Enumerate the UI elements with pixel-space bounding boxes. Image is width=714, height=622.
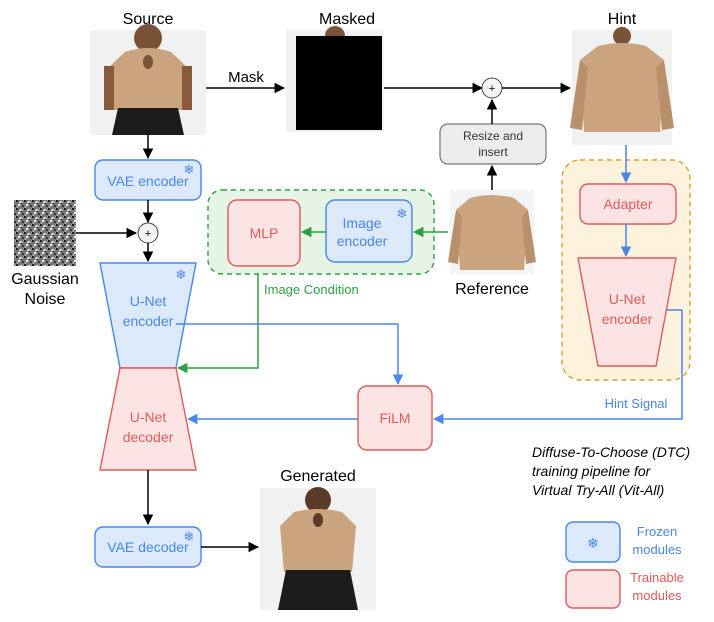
vae-encoder-snowflake-icon: ❄ [184,162,195,177]
masked-image [286,26,384,132]
gaussian-title-line2: Noise [25,291,66,308]
unet-decoder-label-line1: U-Net [130,409,167,425]
adapter-box [579,183,677,225]
mlp-label: MLP [250,225,279,241]
gaussian-title-line1: Gaussian [11,271,79,288]
image-condition-arrow [176,274,259,374]
resize-label-line2: insert [478,145,508,159]
hint-unet-label-line2: encoder [602,311,653,327]
legend-trainable-line2: modules [632,588,682,603]
legend-trainable-swatch [565,569,621,609]
image-encoder-snowflake-icon: ❄ [397,206,408,221]
unet-decoder-label-line2: decoder [123,429,174,445]
legend-frozen-line1: Frozen [637,524,677,539]
unet-encoder-label-line1: U-Net [130,293,167,309]
image-encoder-label-line2: encoder [337,233,388,249]
unet-decoder-shape [99,367,197,471]
legend-trainable-line1: Trainable [630,570,684,585]
resize-insert-box [439,123,547,165]
masked-title: Masked [319,11,375,28]
mlp-box [227,199,301,267]
resize-label-line1: Resize and [463,129,523,143]
hint-unet-label-line1: U-Net [609,291,646,307]
legend-snowflake-icon: ❄ [587,535,599,551]
source-image [90,24,206,135]
film-box [357,385,433,451]
hint-unet-encoder-shape [577,257,677,367]
adapter-label: Adapter [603,196,652,212]
generated-image [260,487,376,610]
image-encoder-box [325,199,413,263]
sum-node-top-symbol: + [489,83,495,95]
caption-line2: training pipeline for [532,463,652,479]
hint-image [570,27,674,145]
vae-decoder-snowflake-icon: ❄ [184,529,195,544]
reference-image [448,190,536,274]
image-encoder-label-line1: Image [343,215,382,231]
caption-line1: Diffuse-To-Choose (DTC) [532,444,690,460]
unet-encoder-snowflake-icon: ❄ [176,267,187,282]
hint-title: Hint [608,11,637,28]
source-title: Source [123,11,174,28]
film-label: FiLM [379,410,410,426]
mask-label: Mask [228,69,264,86]
generated-title: Generated [280,468,356,485]
reference-title: Reference [455,281,529,298]
legend-frozen-line2: modules [632,542,682,557]
caption-line3: Virtual Try-All (Vit-All) [532,482,664,498]
image-condition-label: Image Condition [264,282,359,297]
gaussian-noise-image [14,200,76,266]
unet-encoder-to-film-arrow [176,323,404,386]
sum-node-left-symbol: + [145,228,151,240]
vae-encoder-label: VAE encoder [107,173,189,189]
vae-decoder-label: VAE decoder [107,539,189,555]
legend-frozen-swatch [565,521,621,563]
hint-signal-label: Hint Signal [605,396,668,411]
hint-signal-arrow [432,309,683,425]
unet-encoder-label-line2: encoder [123,313,174,329]
